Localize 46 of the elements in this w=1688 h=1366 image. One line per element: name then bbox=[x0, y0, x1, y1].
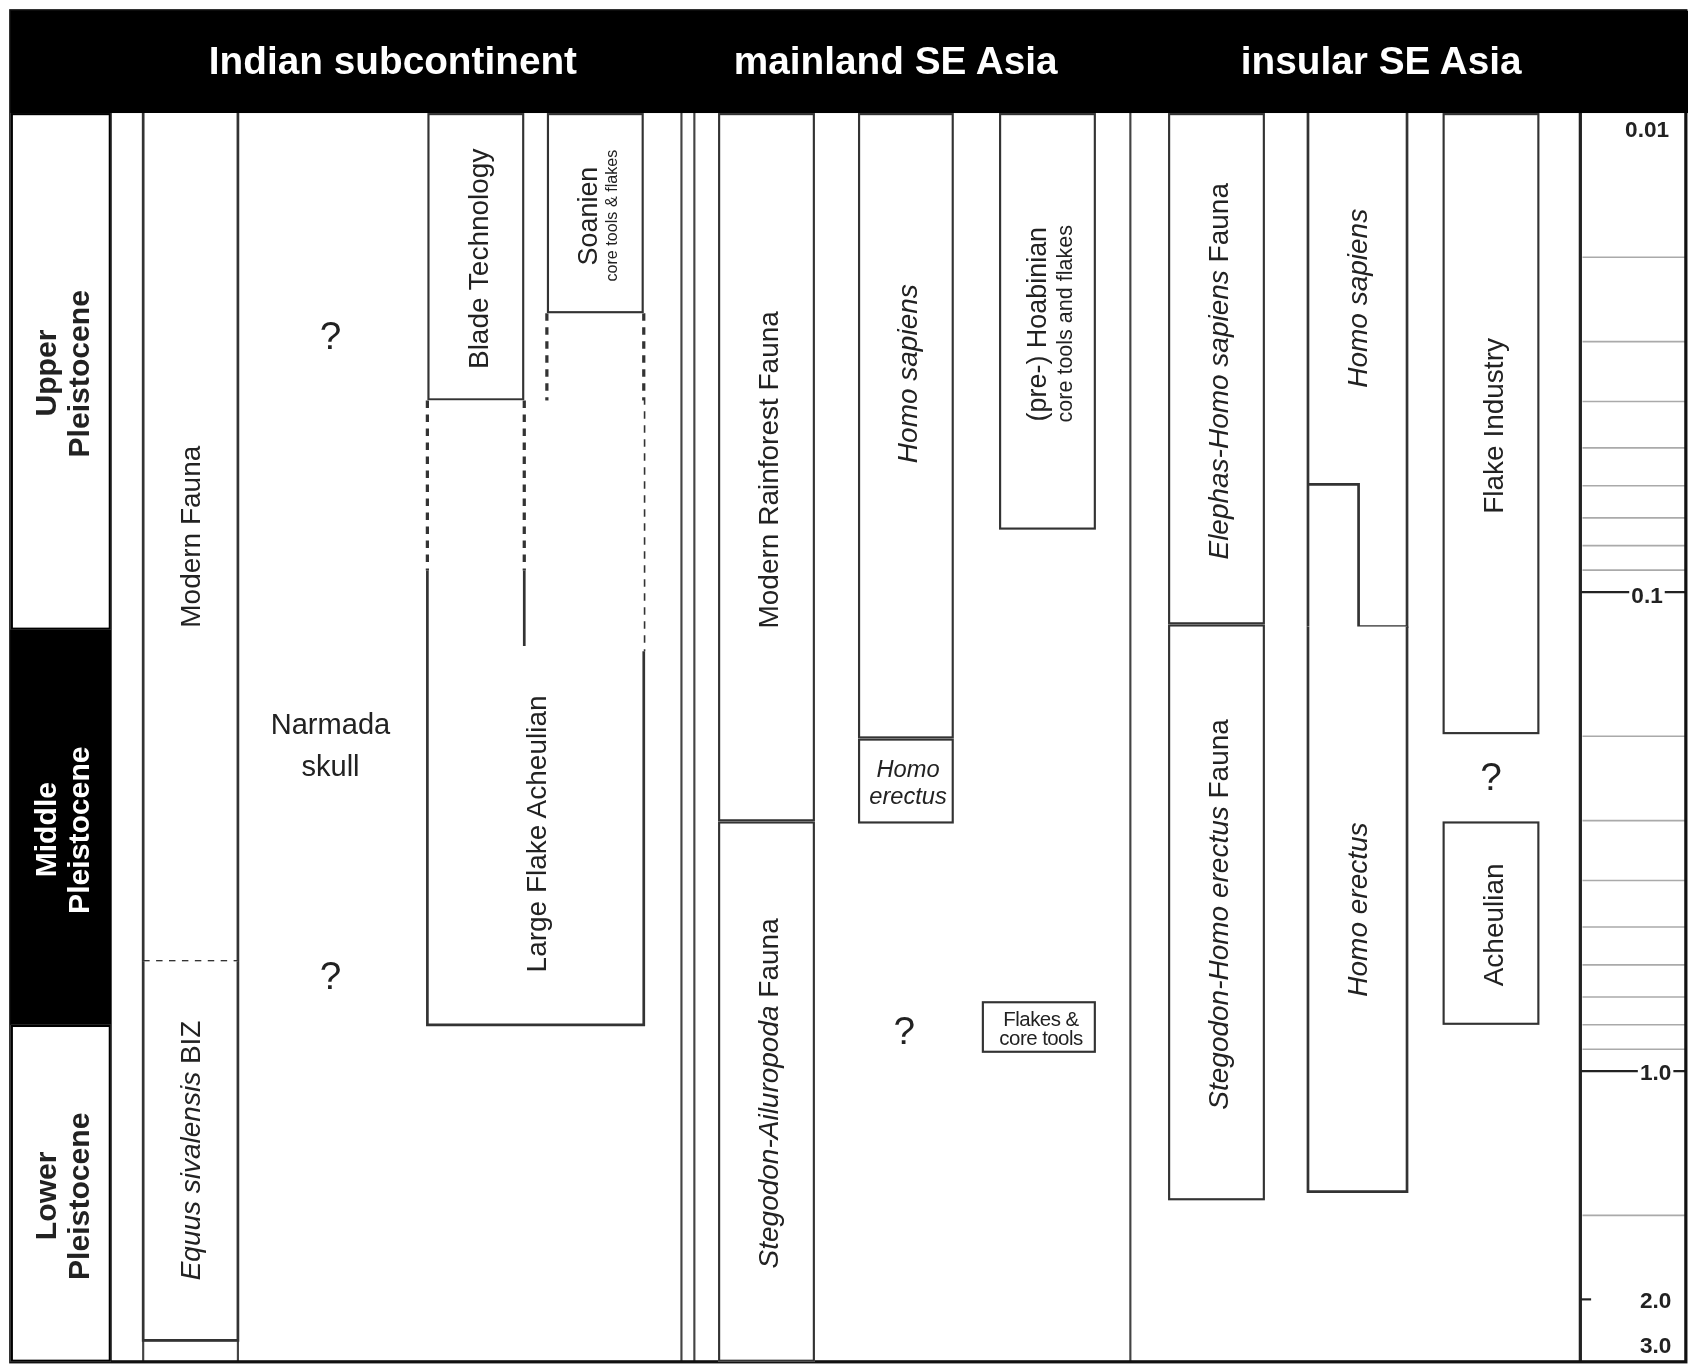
question-mark: ? bbox=[1480, 754, 1502, 800]
range-box bbox=[1168, 624, 1265, 1201]
range-box bbox=[718, 113, 815, 822]
question-mark: ? bbox=[319, 953, 342, 999]
range-label: Modern Rainforest Fauna bbox=[753, 310, 785, 629]
range-label: (pre-) Hoabinian bbox=[1022, 226, 1053, 421]
range-box bbox=[427, 113, 525, 401]
range-label: Acheulian bbox=[1477, 863, 1509, 987]
region-heading: Indian subcontinent bbox=[208, 38, 577, 84]
range-box bbox=[858, 113, 954, 739]
range-label: Equus sivalensis BIZ bbox=[175, 1020, 206, 1281]
range-label: Flake Industry bbox=[1477, 337, 1509, 514]
range-label: Elephas-Homo sapiens Fauna bbox=[1203, 182, 1234, 560]
range-label: Flakes & core tools bbox=[998, 1009, 1084, 1049]
region-heading: insular SE Asia bbox=[1240, 38, 1522, 84]
question-mark: ? bbox=[319, 313, 342, 359]
range-label: Blade Technology bbox=[462, 148, 494, 370]
range-label: Stegodon-Ailuropoda Fauna bbox=[753, 918, 785, 1269]
range-label: Large Flake Acheulian bbox=[520, 695, 552, 973]
fossil-label: Narmada skull bbox=[269, 707, 392, 785]
range-box bbox=[1442, 113, 1540, 735]
range-label: Soanien bbox=[573, 165, 604, 265]
range-label: Stegodon-Homo erectus Fauna bbox=[1203, 719, 1234, 1110]
range-box bbox=[546, 113, 644, 314]
range-box bbox=[999, 113, 1096, 530]
period-band bbox=[10, 1024, 111, 1362]
period-label: Lower Pleistocene bbox=[29, 1110, 97, 1282]
range-box bbox=[858, 738, 954, 824]
region-heading: mainland SE Asia bbox=[733, 38, 1058, 84]
range-box bbox=[427, 400, 644, 1025]
range-label: core tools and flakes bbox=[1052, 224, 1077, 423]
period-label: Upper Pleistocene bbox=[29, 288, 97, 460]
period-band bbox=[10, 113, 111, 630]
range-box bbox=[1168, 113, 1265, 625]
range-label: Homo erectus bbox=[1342, 822, 1373, 997]
range-box bbox=[981, 1001, 1096, 1053]
period-label: Middle Pleistocene bbox=[29, 744, 97, 916]
range-label: Homo sapiens bbox=[892, 284, 924, 463]
period-band bbox=[10, 629, 111, 1025]
range-label: core tools & flakes bbox=[603, 149, 622, 282]
range-label: Homo sapiens bbox=[1342, 209, 1373, 389]
range-box bbox=[718, 821, 815, 1362]
range-label: Homo erectus bbox=[868, 757, 948, 810]
range-label: Modern Fauna bbox=[175, 446, 206, 629]
question-mark: ? bbox=[893, 1008, 916, 1054]
range-box bbox=[1442, 821, 1540, 1025]
